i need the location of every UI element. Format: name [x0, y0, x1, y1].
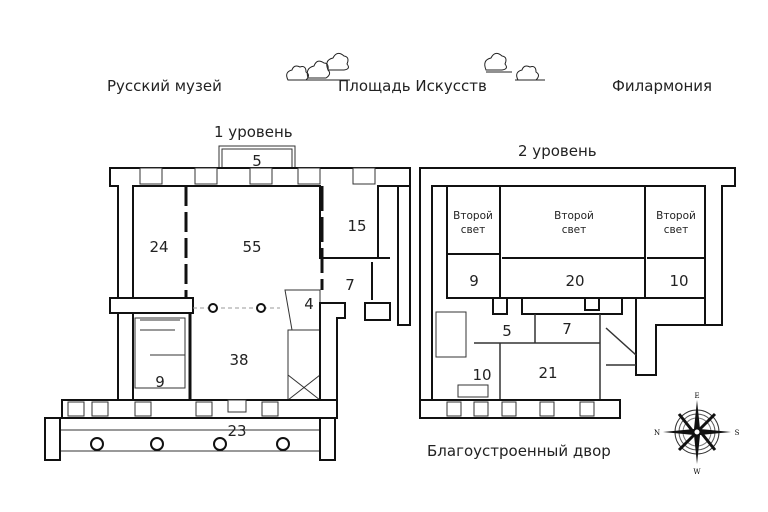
compass-e: E	[694, 392, 699, 400]
compass-w: W	[693, 468, 701, 476]
label-russian-museum: Русский музей	[107, 77, 222, 95]
label-arts-square: Площадь Искусств	[338, 77, 487, 95]
level1-title: 1 уровень	[214, 123, 293, 141]
room-l1-5: 5	[252, 152, 262, 170]
room-l2-5: 5	[502, 322, 512, 340]
room-l1-7: 7	[345, 276, 355, 294]
room-l2-9: 9	[469, 272, 479, 290]
room-l1-15: 15	[347, 217, 366, 235]
room-l1-4: 4	[304, 295, 314, 313]
level2-plan	[419, 167, 736, 419]
compass-n: N	[654, 429, 660, 437]
level1-plan	[44, 145, 411, 461]
room-l2-20: 20	[565, 272, 584, 290]
room-l1-9: 9	[155, 373, 165, 391]
room-l2-21: 21	[538, 364, 557, 382]
label-philharmonia: Филармония	[612, 77, 712, 95]
trees-icon	[286, 52, 545, 81]
room-l1-38: 38	[229, 351, 248, 369]
room-l2-10b: 10	[472, 366, 491, 384]
room-l1-24: 24	[149, 238, 168, 256]
level2-title: 2 уровень	[518, 142, 597, 160]
label-courtyard: Благоустроенный двор	[427, 442, 611, 460]
room-l1-23: 23	[227, 422, 246, 440]
room-l2-7: 7	[562, 320, 572, 338]
compass-s: S	[735, 429, 740, 437]
compass-rose-icon: E W N S	[654, 392, 740, 476]
room-l1-55: 55	[242, 238, 261, 256]
room-l2-10a: 10	[669, 272, 688, 290]
